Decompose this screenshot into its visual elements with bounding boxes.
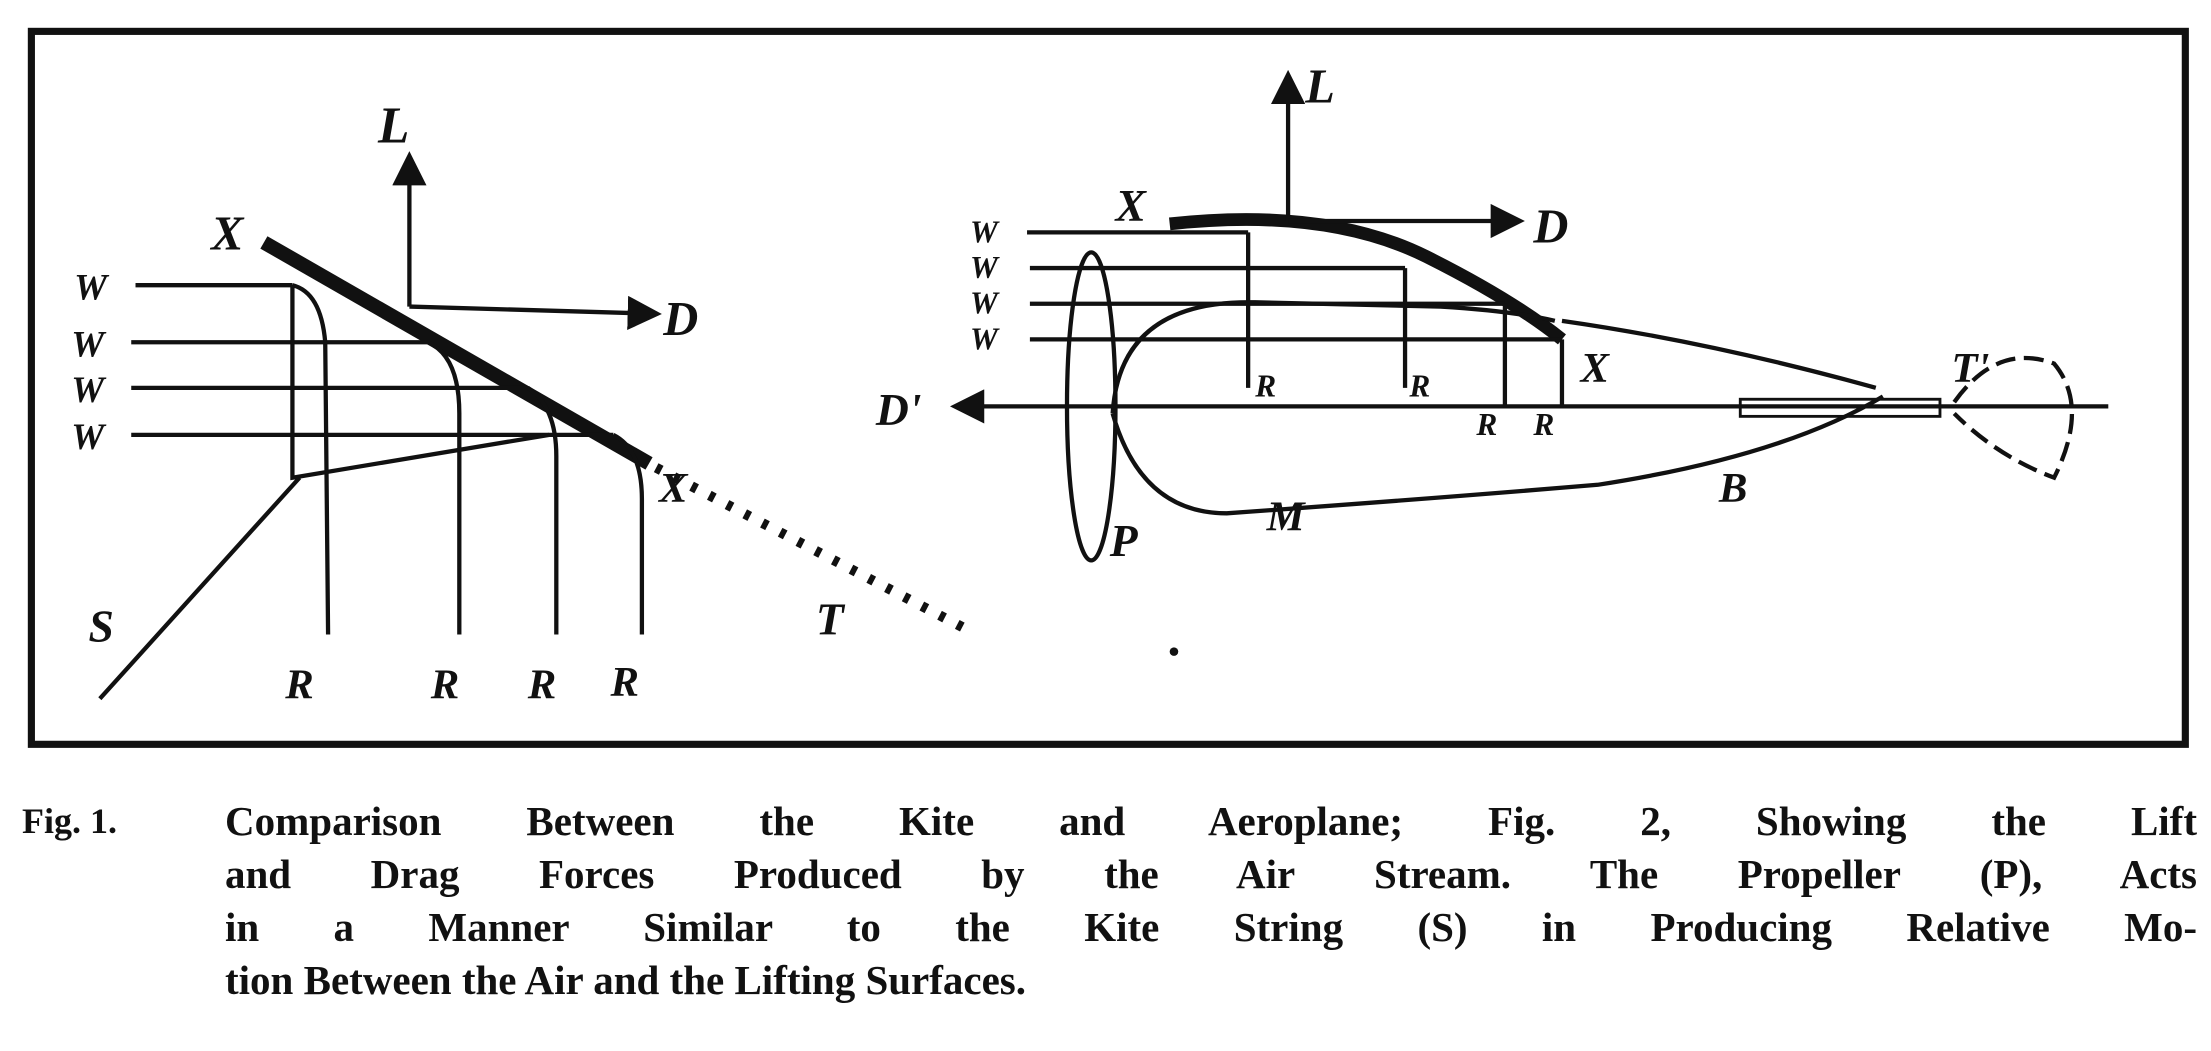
caption-line: tion Between the Air and the Lifting Sur… — [225, 957, 1027, 1003]
drag-arrow — [409, 295, 662, 331]
label-R: R — [1254, 368, 1276, 403]
propeller — [1064, 250, 1118, 563]
streamline — [1029, 337, 1565, 407]
caption-line: in a Manner Similar to the Kite String (… — [225, 904, 2197, 950]
fuselage — [1110, 300, 1885, 516]
streamline — [131, 340, 462, 635]
figure-number: Fig. 1. — [22, 801, 117, 841]
kite-aeroplane-diagram: L D X X W W W W R R R R T S L D D' X X W… — [27, 27, 2189, 748]
label-B: B — [1718, 465, 1748, 512]
kite-string — [98, 285, 550, 701]
kite-plate — [260, 236, 653, 470]
label-R: R — [610, 659, 640, 706]
label-M: M — [1266, 493, 1307, 540]
fig1-kite — [98, 151, 966, 701]
caption-line: Comparison Between the Kite and Aeroplan… — [225, 798, 2197, 844]
label-X: X — [657, 465, 689, 512]
label-T-prime: T' — [1951, 345, 1989, 392]
label-W: W — [970, 214, 1000, 249]
streamline — [135, 283, 331, 635]
label-T: T — [816, 594, 846, 645]
label-W: W — [71, 324, 107, 365]
rudder — [1952, 355, 2075, 481]
label-D: D — [662, 293, 698, 346]
tail — [653, 463, 966, 632]
streamline — [1029, 265, 1408, 388]
label-W: W — [71, 417, 107, 458]
label-W: W — [71, 370, 107, 411]
label-S: S — [88, 601, 113, 652]
label-R: R — [284, 662, 314, 709]
caption-line: and Drag Forces Produced by the Air Stre… — [225, 851, 2197, 897]
label-R: R — [1475, 407, 1497, 442]
speck — [1169, 647, 1179, 656]
frame — [27, 27, 2189, 748]
label-W: W — [970, 321, 1000, 356]
streamline — [131, 385, 559, 635]
tail-boom — [1738, 397, 1942, 418]
label-R: R — [430, 662, 460, 709]
label-W: W — [970, 250, 1000, 285]
label-X: X — [1113, 180, 1147, 231]
label-P: P — [1109, 515, 1139, 566]
label-L: L — [377, 98, 409, 155]
label-X: X — [1579, 345, 1611, 392]
label-W: W — [74, 267, 110, 308]
streamline — [1027, 230, 1251, 388]
label-X: X — [209, 208, 245, 261]
streamline — [131, 432, 645, 635]
label-L: L — [1304, 61, 1335, 114]
label-R: R — [1532, 407, 1554, 442]
label-D: D — [1532, 200, 1568, 253]
label-R: R — [1408, 368, 1430, 403]
fig2-aeroplane — [950, 69, 2109, 563]
label-W: W — [970, 286, 1000, 321]
wing — [1168, 213, 1566, 345]
label-R: R — [527, 662, 557, 709]
label-D-prime: D' — [875, 384, 922, 435]
